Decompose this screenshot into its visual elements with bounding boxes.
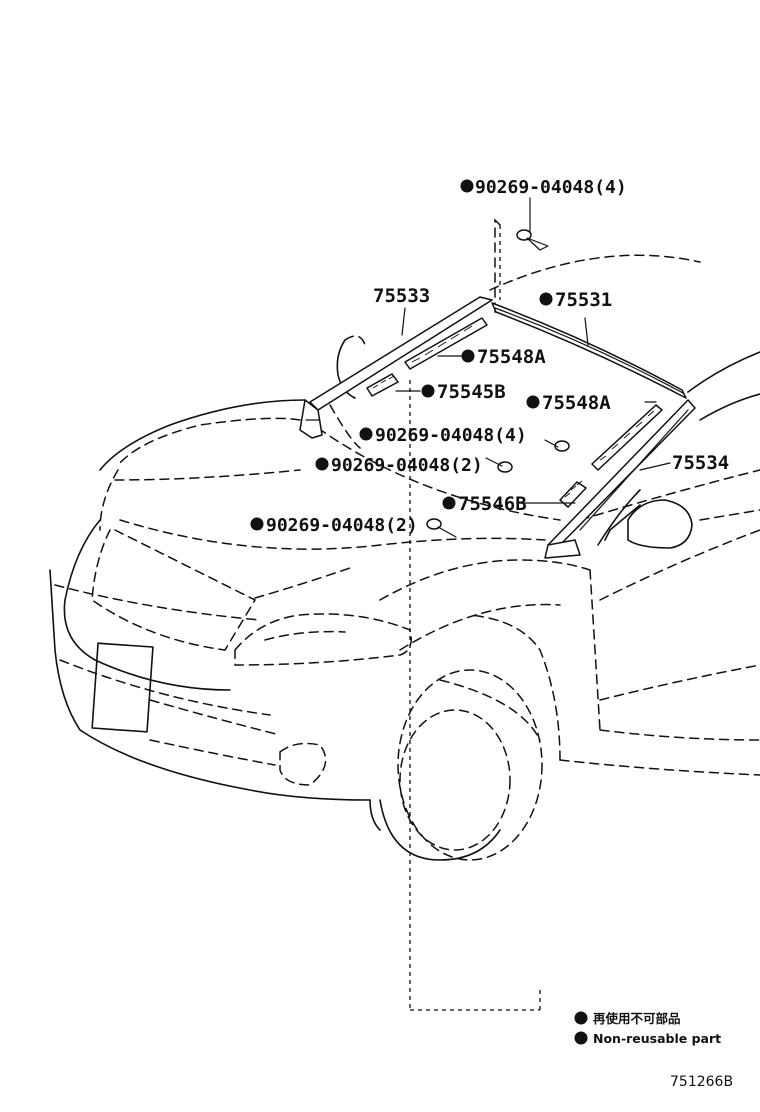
non-reusable-dot-icon xyxy=(526,395,540,409)
clip-icon-mid-2 xyxy=(485,457,513,473)
callout-75546B: 75546B xyxy=(442,493,527,515)
part-number-label: 90269-04048(2) xyxy=(331,455,483,476)
non-reusable-dot-icon xyxy=(315,457,329,471)
callout-90269-04048-top: 90269-04048(4) xyxy=(460,177,627,198)
callout-75545B: 75545B xyxy=(421,381,506,403)
part-number-label: 75534 xyxy=(672,452,729,474)
callout-90269-04048-mid-2: 90269-04048(2) xyxy=(315,455,483,476)
clip-icon-top xyxy=(516,229,549,251)
part-number-label: 75533 xyxy=(373,285,430,307)
callout-75531: 75531 xyxy=(539,289,612,311)
clip-icon-bottom xyxy=(426,518,457,538)
car-body-outline xyxy=(49,218,760,1011)
callout-75533: 75533 xyxy=(373,285,430,307)
non-reusable-dot-icon xyxy=(359,427,373,441)
non-reusable-dot-icon xyxy=(574,1011,588,1025)
pillar-garnish-lh-75533 xyxy=(299,296,493,439)
callout-90269-04048-bottom: 90269-04048(2) xyxy=(250,515,418,536)
part-number-label: 90269-04048(4) xyxy=(375,425,527,446)
callout-90269-04048-mid-4: 90269-04048(4) xyxy=(359,425,527,446)
part-number-label: 75548A xyxy=(542,392,611,414)
part-number-label: 75546B xyxy=(458,493,527,515)
leader-lines xyxy=(395,197,671,504)
non-reusable-dot-icon xyxy=(460,179,474,193)
non-reusable-dot-icon xyxy=(461,349,475,363)
pillar-garnish-rh-75534 xyxy=(544,399,696,559)
callout-75548A-rh: 75548A xyxy=(526,392,611,414)
part-number-label: 75545B xyxy=(437,381,506,403)
figure-id: 751266B xyxy=(670,1074,733,1090)
retainer-75546B xyxy=(559,480,587,508)
non-reusable-dot-icon xyxy=(421,384,435,398)
callout-75548A-lh: 75548A xyxy=(461,346,546,368)
part-number-label: 90269-04048(4) xyxy=(475,177,627,198)
legend-english: Non-reusable part xyxy=(593,1031,721,1046)
legend-japanese: 再使用不可部品 xyxy=(593,1011,681,1026)
part-number-label: 75531 xyxy=(555,289,612,311)
windshield-outside-moulding-75531 xyxy=(491,302,687,399)
retainer-75548A-lh xyxy=(404,317,488,370)
part-number-label: 75548A xyxy=(477,346,546,368)
non-reusable-dot-icon xyxy=(574,1031,588,1045)
non-reusable-dot-icon xyxy=(442,496,456,510)
legend: 再使用不可部品 Non-reusable part xyxy=(574,1011,721,1046)
part-number-label: 90269-04048(2) xyxy=(266,515,418,536)
non-reusable-dot-icon xyxy=(539,292,553,306)
clip-icon-mid-1 xyxy=(544,439,570,452)
retainer-75548A-rh xyxy=(591,404,663,471)
retainer-75545B xyxy=(366,373,399,397)
callout-75534: 75534 xyxy=(672,452,729,474)
non-reusable-dot-icon xyxy=(250,517,264,531)
